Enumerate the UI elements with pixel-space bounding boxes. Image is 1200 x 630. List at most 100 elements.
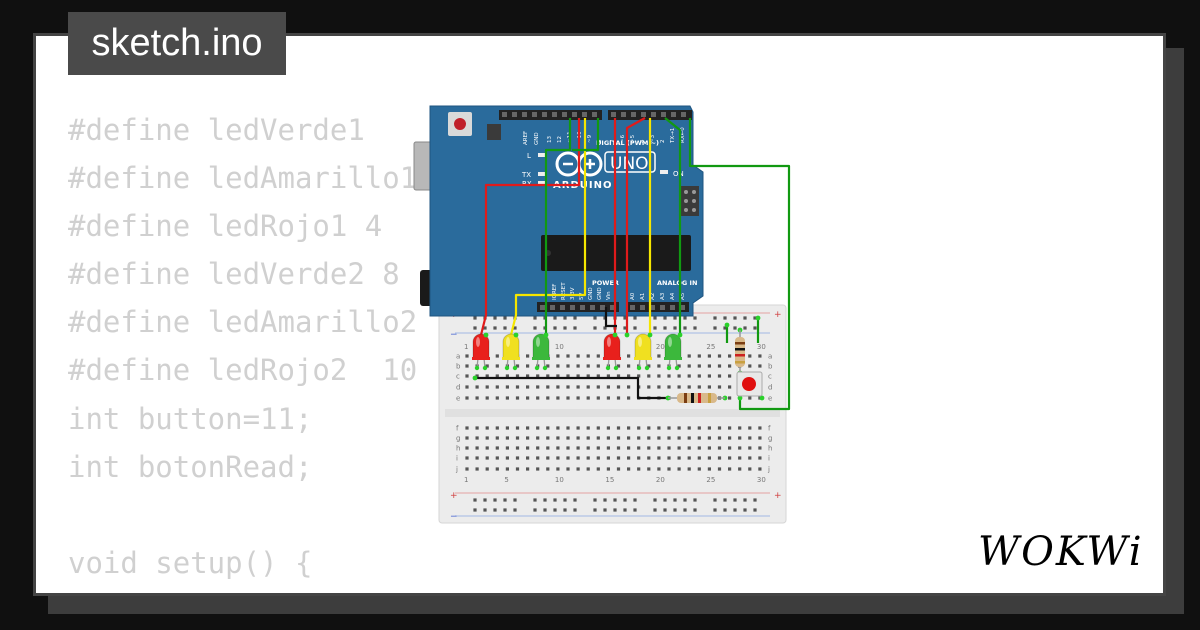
breadboard-hole: [758, 436, 762, 440]
code-line: #define ledAmarillo1: [68, 161, 418, 196]
breadboard-hole: [586, 396, 590, 400]
rail-hole: [473, 498, 477, 502]
rail-hole: [653, 498, 657, 502]
uno-badge: [604, 151, 656, 173]
digital-pin-label: RX←0: [680, 127, 686, 143]
rx-led: [538, 181, 546, 185]
rail-hole: [593, 498, 597, 502]
breadboard-hole: [616, 467, 621, 471]
breadboard-hole: [515, 456, 520, 460]
breadboard-hole: [697, 364, 701, 368]
row-label: f: [768, 425, 771, 433]
power-pin-label: GND: [588, 287, 594, 300]
rail-hole: [553, 498, 557, 502]
l-led-label: L: [527, 152, 531, 160]
rail-hole: [753, 498, 757, 502]
breadboard-hole: [627, 364, 631, 368]
breadboard-hole: [586, 446, 590, 450]
rail-hole: [723, 508, 727, 512]
pin-hole: [580, 305, 585, 310]
arduino-brand: ARDUINO: [553, 180, 612, 191]
rail-hole: [633, 326, 637, 330]
breadboard-hole: [465, 385, 469, 389]
rail-hole: [743, 326, 747, 330]
breadboard-hole: [637, 446, 641, 450]
breadboard-hole: [606, 396, 610, 400]
breadboard-hole: [495, 456, 499, 460]
pin-hole: [542, 112, 547, 117]
breadboard-hole: [677, 385, 681, 389]
breadboard-hole: [687, 374, 691, 378]
rail-hole: [743, 316, 747, 320]
pushbutton[interactable]: [736, 371, 763, 397]
breadboard-hole: [687, 385, 691, 389]
breadboard-hole: [566, 446, 570, 450]
pin-hole: [502, 112, 507, 117]
file-tab[interactable]: sketch.ino: [68, 12, 286, 75]
breadboard-channel: [445, 409, 780, 417]
row-label: h: [768, 445, 772, 453]
analog-header: [627, 302, 689, 312]
breadboard-hole: [728, 446, 732, 450]
analog-label: ANALOG IN: [657, 279, 697, 287]
wokwi-logo: WOKWi: [978, 529, 1142, 575]
breadboard-hole: [485, 385, 489, 389]
code-line: #define ledRojo2 10: [68, 353, 418, 388]
on-label: ON: [673, 170, 684, 178]
breadboard-hole: [657, 364, 661, 368]
wire-green-3: [688, 118, 791, 411]
breadboard-hole: [647, 436, 651, 440]
breadboard-hole: [526, 467, 530, 471]
code-block: #define ledVerde1 #define ledAmarillo1#d…: [68, 106, 574, 593]
breadboard-hole: [475, 426, 479, 430]
rail-hole: [653, 508, 657, 512]
breadboard-hole: [717, 467, 722, 471]
rail-hole: [513, 326, 517, 330]
connection-dot: [724, 322, 730, 328]
breadboard-hole: [586, 436, 590, 440]
power-pin-label: RESET: [561, 282, 567, 300]
breadboard-hole: [707, 467, 711, 471]
rail-hole: [603, 508, 607, 512]
breadboard-hole: [717, 364, 722, 368]
row-label: j: [455, 466, 458, 474]
rail-hole: [663, 326, 667, 330]
breadboard-hole: [687, 364, 691, 368]
row-label: d: [456, 384, 460, 392]
breadboard-hole: [687, 456, 691, 460]
digital-pin-label: 8: [597, 139, 603, 143]
rail-hole: [663, 498, 667, 502]
reset-button-cap[interactable]: [454, 118, 466, 130]
rail-hole: [753, 326, 757, 330]
breadboard-hole: [657, 354, 661, 358]
rail-hole: [483, 326, 487, 330]
breadboard-hole: [697, 436, 701, 440]
uno-label: UNO: [610, 154, 649, 174]
rail-hole: [553, 316, 557, 320]
breadboard-hole: [465, 354, 469, 358]
rail-hole: [473, 508, 477, 512]
breadboard-hole: [546, 396, 550, 400]
rail-hole: [733, 508, 737, 512]
breadboard-hole: [495, 385, 499, 389]
breadboard-hole: [556, 374, 560, 378]
row-label: g: [768, 435, 772, 443]
led: [664, 333, 682, 371]
icsp-header: [681, 186, 699, 216]
breadboard-hole: [505, 446, 509, 450]
breadboard-hole: [687, 436, 691, 440]
breadboard-hole: [495, 364, 499, 368]
breadboard-hole: [728, 426, 732, 430]
rail-hole: [723, 326, 727, 330]
pin-hole: [590, 305, 595, 310]
breadboard-hole: [707, 456, 711, 460]
breadboard-hole: [697, 426, 701, 430]
breadboard-hole: [616, 385, 621, 389]
breadboard-hole: [606, 426, 610, 430]
breadboard-hole: [758, 467, 762, 471]
breadboard-hole: [495, 396, 499, 400]
rail-hole: [713, 498, 717, 502]
breadboard-hole: [637, 374, 641, 378]
rail-hole: [713, 508, 717, 512]
